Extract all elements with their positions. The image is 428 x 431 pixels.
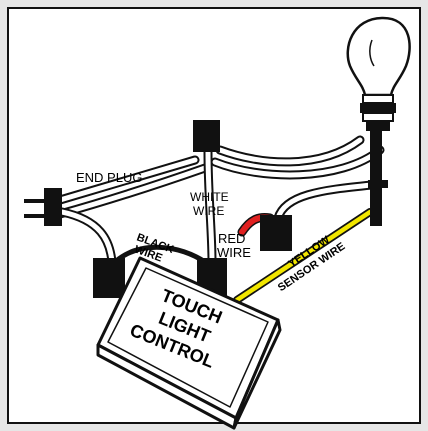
plug-icon (24, 188, 62, 226)
white-wire (203, 147, 217, 267)
black-wire (113, 244, 207, 265)
top-junction-connector (193, 120, 220, 152)
left-connector (93, 258, 125, 298)
lamp-socket (368, 131, 388, 226)
white-wire-label-line2: WIRE (193, 204, 224, 218)
lamp-to-connector-wire (273, 180, 377, 223)
white-wire-label-line1: WHITE (190, 190, 229, 204)
red-wire-connector (260, 215, 292, 251)
end-plug-label: END PLUG (76, 170, 142, 185)
plug-to-connector-wire (57, 207, 117, 267)
red-wire-label-line2: WIRE (217, 245, 251, 260)
touch-light-control-box (96, 256, 282, 430)
light-bulb-icon (346, 16, 411, 131)
red-wire-label-line1: RED (218, 231, 245, 246)
